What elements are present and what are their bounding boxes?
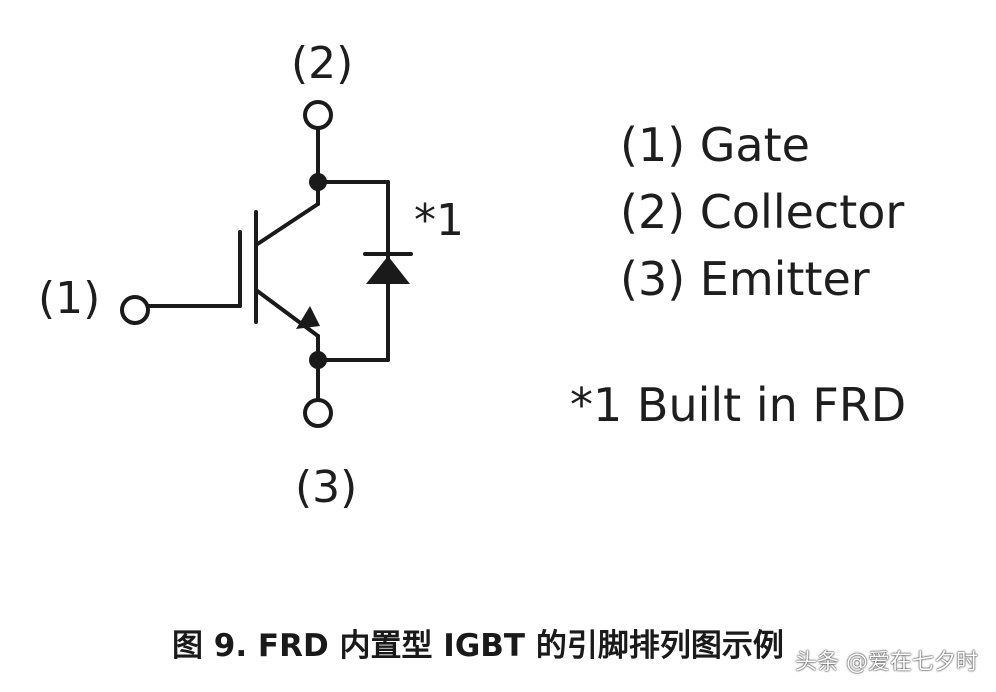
collector-terminal	[303, 100, 333, 130]
emitter-diagonal	[254, 288, 320, 338]
diode-note-label: *1	[414, 195, 464, 246]
collector-diagonal	[254, 202, 320, 247]
emitter-arrow	[296, 306, 320, 329]
legend-gate: (1) Gate	[620, 118, 810, 172]
gate-terminal	[120, 295, 150, 325]
collector-pin-label: (2)	[291, 38, 354, 89]
collector-junction-dot	[309, 173, 327, 191]
emitter-junction-dot	[309, 351, 327, 369]
legend-emitter: (3) Emitter	[620, 252, 870, 306]
pin-legend: (1) Gate (2) Collector (3) Emitter	[620, 112, 904, 313]
legend-collector: (2) Collector	[620, 185, 905, 239]
emitter-terminal	[303, 398, 333, 428]
diode-triangle	[366, 256, 410, 284]
emitter-pin-label: (3)	[295, 462, 358, 513]
watermark: 头条 @爱在七夕时	[795, 650, 978, 675]
frd-footnote: *1 Built in FRD	[570, 378, 907, 432]
gate-pin-label: (1)	[38, 273, 101, 324]
figure-caption: 图 9. FRD 内置型 IGBT 的引脚排列图示例	[172, 628, 784, 664]
